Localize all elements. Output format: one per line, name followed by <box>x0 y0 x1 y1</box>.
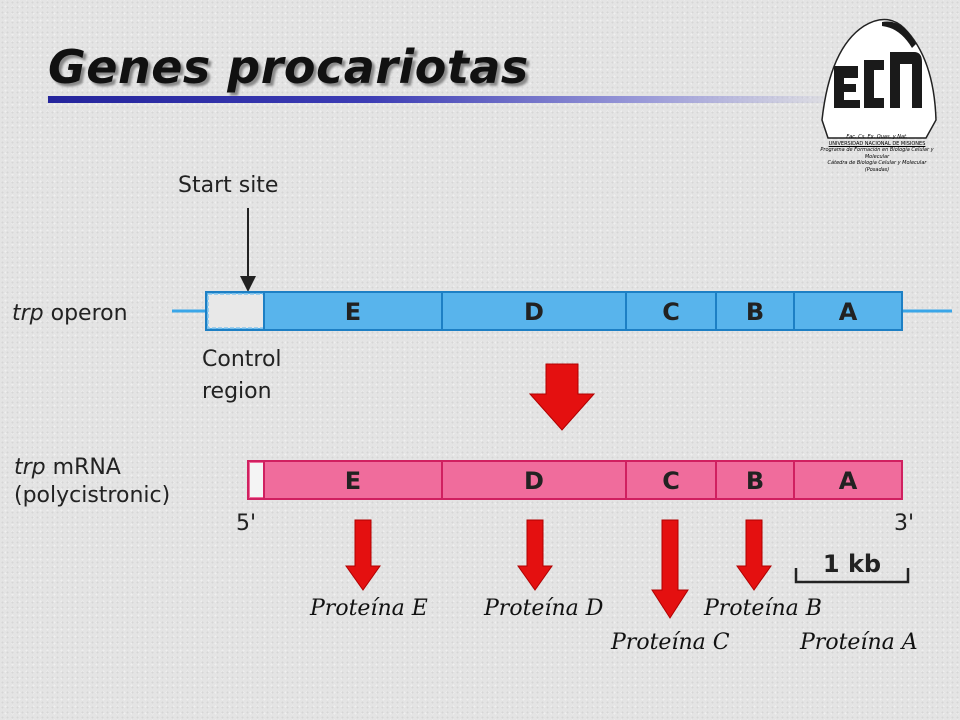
mrna-gene-A: A <box>839 467 858 495</box>
protein-A-label: Proteína A <box>800 630 918 655</box>
operon-gene-D: D <box>524 298 544 326</box>
university-logo <box>821 18 937 139</box>
translation-arrow-B <box>736 519 772 591</box>
translation-arrow-D <box>517 519 553 591</box>
operon-label-trp: trp <box>12 301 44 326</box>
scale-label: 1 kb <box>823 550 881 578</box>
operon-gene-C: C <box>662 298 680 326</box>
protein-B-label: Proteína B <box>704 596 822 621</box>
operon-label-rest: operon <box>44 301 128 326</box>
operon-bar <box>205 291 903 331</box>
logo-line: UNIVERSIDAD NACIONAL DE MISIONES <box>828 140 926 147</box>
three-prime-label: 3' <box>894 511 914 536</box>
title-underline <box>48 96 843 103</box>
translation-arrow-C <box>651 519 689 619</box>
control-region-label-1: Control <box>202 347 282 372</box>
page-title: Genes procariotas <box>48 40 529 94</box>
transcription-arrow <box>528 363 596 431</box>
logo-caption: Fac. Cs. Ex. Quas. y Nat. UNIVERSIDAD NA… <box>812 134 942 173</box>
protein-E-label: Proteína E <box>310 596 428 621</box>
logo-line: Fac. Cs. Ex. Quas. y Nat. <box>846 134 908 140</box>
logo-line: Programa de Formación en Biología Celula… <box>820 147 934 160</box>
mrna-gene-B: B <box>746 467 764 495</box>
translation-arrow-E <box>345 519 381 591</box>
mrna-label-rest: mRNA <box>46 455 121 480</box>
operon-gene-B: B <box>746 298 764 326</box>
mrna-gene-E: E <box>345 467 361 495</box>
mrna-label-trp: trp <box>14 455 46 480</box>
operon-gene-E: E <box>345 298 361 326</box>
start-site-arrowhead <box>240 276 256 292</box>
protein-D-label: Proteína D <box>484 596 604 621</box>
mrna-gene-C: C <box>662 467 680 495</box>
scale-bar <box>794 568 910 584</box>
mrna-gene-D: D <box>524 467 544 495</box>
logo-line: Cátedra de Biología Celular y Molecular <box>827 160 927 166</box>
polycistronic-label: (polycistronic) <box>14 483 170 508</box>
five-prime-label: 5' <box>236 511 256 536</box>
protein-C-label: Proteína C <box>611 630 730 655</box>
logo-line: (Posadas) <box>864 166 890 173</box>
operon-gene-A: A <box>839 298 858 326</box>
control-region-label-2: region <box>202 379 272 404</box>
mrna-leader <box>250 463 263 497</box>
control-region-box <box>207 293 265 329</box>
operon-label: trp operon <box>12 301 128 326</box>
start-site-label: Start site <box>178 173 278 198</box>
mrna-label: trp mRNA <box>14 455 121 480</box>
